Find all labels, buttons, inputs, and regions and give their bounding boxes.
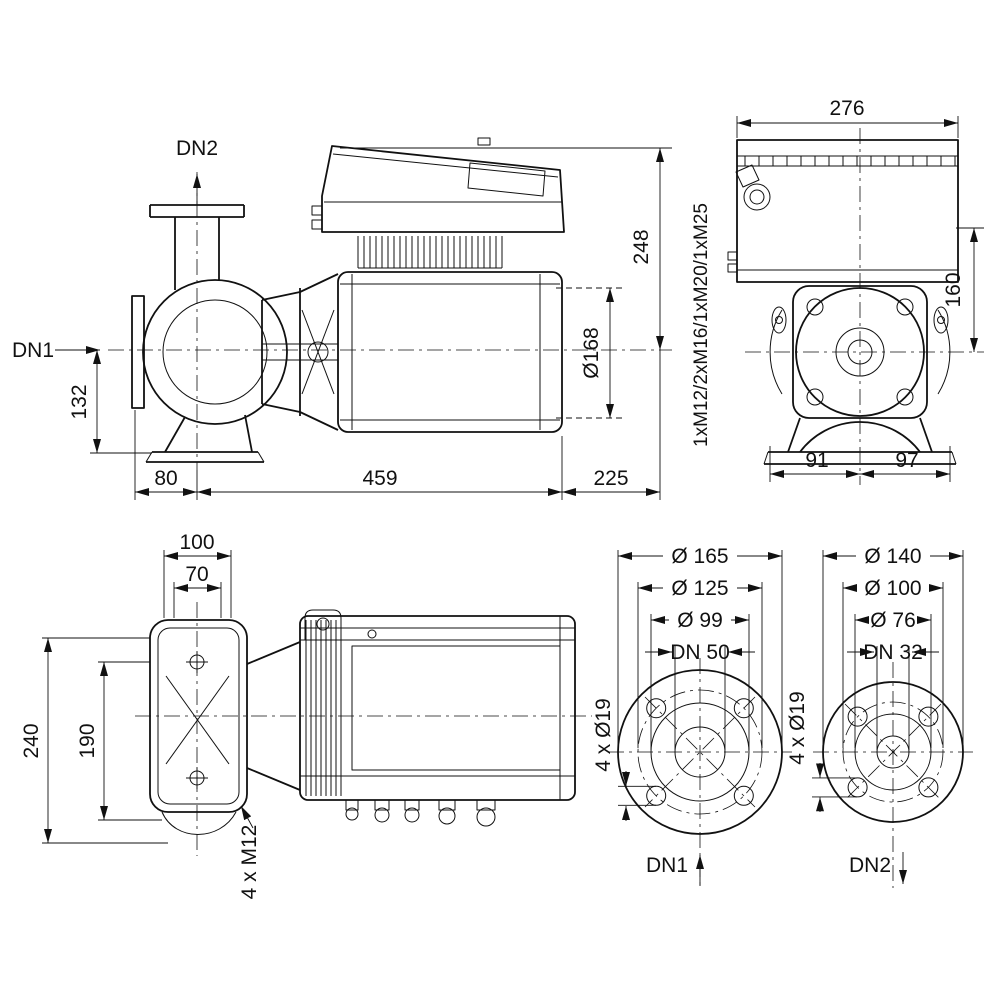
dim-diameter-99-label: Ø 99	[677, 609, 723, 632]
plan-view-dimensions: 100 70 240 190 4 x M12	[20, 531, 261, 899]
dim-height-160-label: 160	[942, 272, 965, 307]
dim-diameter-100-label: Ø 100	[864, 577, 921, 600]
bolt-callout-m12-label: 4 x M12	[238, 825, 261, 900]
bolt-holes-dn1-label: 4 x Ø19	[592, 698, 615, 772]
control-module-front	[727, 139, 959, 283]
pump-feet	[763, 417, 957, 465]
dim-diameter-165-label: Ø 165	[671, 545, 728, 568]
adapter-neck	[246, 609, 342, 791]
flange-dn1-view: Ø 165 Ø 125 Ø 99 DN 50 4 x Ø19 DN1	[592, 545, 792, 888]
dim-diameter-125-label: Ø 125	[671, 577, 728, 600]
dim-diameter-140-label: Ø 140	[864, 545, 921, 568]
flange-dn2-outer-circle	[822, 681, 964, 823]
dim-height-240-label: 240	[20, 723, 43, 758]
pump-front	[769, 285, 951, 419]
module-knob	[477, 137, 491, 146]
dim-width-70-label: 70	[185, 563, 208, 586]
dim-height-132-label: 132	[68, 384, 91, 419]
cable-gland-connector	[743, 183, 771, 211]
heat-sink-fins	[357, 236, 503, 269]
plan-view: 100 70 240 190 4 x M12	[20, 531, 592, 899]
dim-width-225-label: 225	[593, 467, 628, 490]
flange-dn1-dimensions: Ø 165 Ø 125 Ø 99 DN 50 4 x Ø19 DN1	[592, 545, 783, 886]
lifting-lug-left	[771, 306, 787, 334]
front-view: 276 160 91 97 1xM12/2xM16/1xM20/1xM25	[691, 97, 984, 485]
cable-glands	[345, 799, 496, 827]
bolt-holes-dn2-label: 4 x Ø19	[786, 691, 809, 765]
flange-dn1-bolt-circle	[637, 689, 763, 815]
motor-body	[337, 271, 563, 433]
dim-height-248-label: 248	[630, 229, 653, 264]
flange-dn2-dimensions: Ø 140 Ø 100 Ø 76 DN 32 4 x Ø19 DN2	[786, 545, 964, 884]
lifting-lug-right	[933, 306, 949, 334]
dim-diameter-76-label: Ø 76	[870, 609, 916, 632]
dn2-port-label: DN2	[176, 137, 218, 160]
dim-width-100-label: 100	[179, 531, 214, 554]
dim-width-97-label: 97	[895, 449, 918, 472]
display-window	[467, 162, 546, 197]
dim-height-190-label: 190	[76, 723, 99, 758]
lantern-coupling	[261, 273, 339, 431]
motor-top	[299, 615, 576, 801]
control-module	[311, 137, 565, 233]
dim-width-276-label: 276	[829, 97, 864, 120]
flange-dn2-view: Ø 140 Ø 100 Ø 76 DN 32 4 x Ø19 DN2	[786, 545, 973, 888]
pump-volute	[131, 204, 288, 463]
dim-diameter-168-label: Ø168	[580, 327, 603, 378]
side-view-dimensions: 132 80 459 225 248 Ø168	[68, 147, 672, 500]
cable-gland-sizes-label: 1xM12/2xM16/1xM20/1xM25	[691, 203, 712, 447]
flange-dn2-bolt-circle	[842, 701, 944, 803]
dim-width-80-label: 80	[154, 467, 177, 490]
flange-dn1-outer-circle	[617, 669, 783, 835]
dim-width-91-label: 91	[805, 449, 828, 472]
dn1-port-label: DN1	[12, 339, 54, 362]
front-view-dimensions: 276 160 91 97 1xM12/2xM16/1xM20/1xM25	[691, 97, 984, 482]
dim-dn32-label: DN 32	[863, 641, 923, 664]
flange-plate-top	[149, 619, 248, 835]
dim-dn50-label: DN 50	[670, 641, 730, 664]
side-elevation-view: DN2 DN1 132 80 459 225 248	[12, 137, 672, 500]
dn1-flange-port-label: DN1	[646, 854, 688, 877]
dim-width-459-label: 459	[362, 467, 397, 490]
dn2-flange-port-label: DN2	[849, 854, 891, 877]
